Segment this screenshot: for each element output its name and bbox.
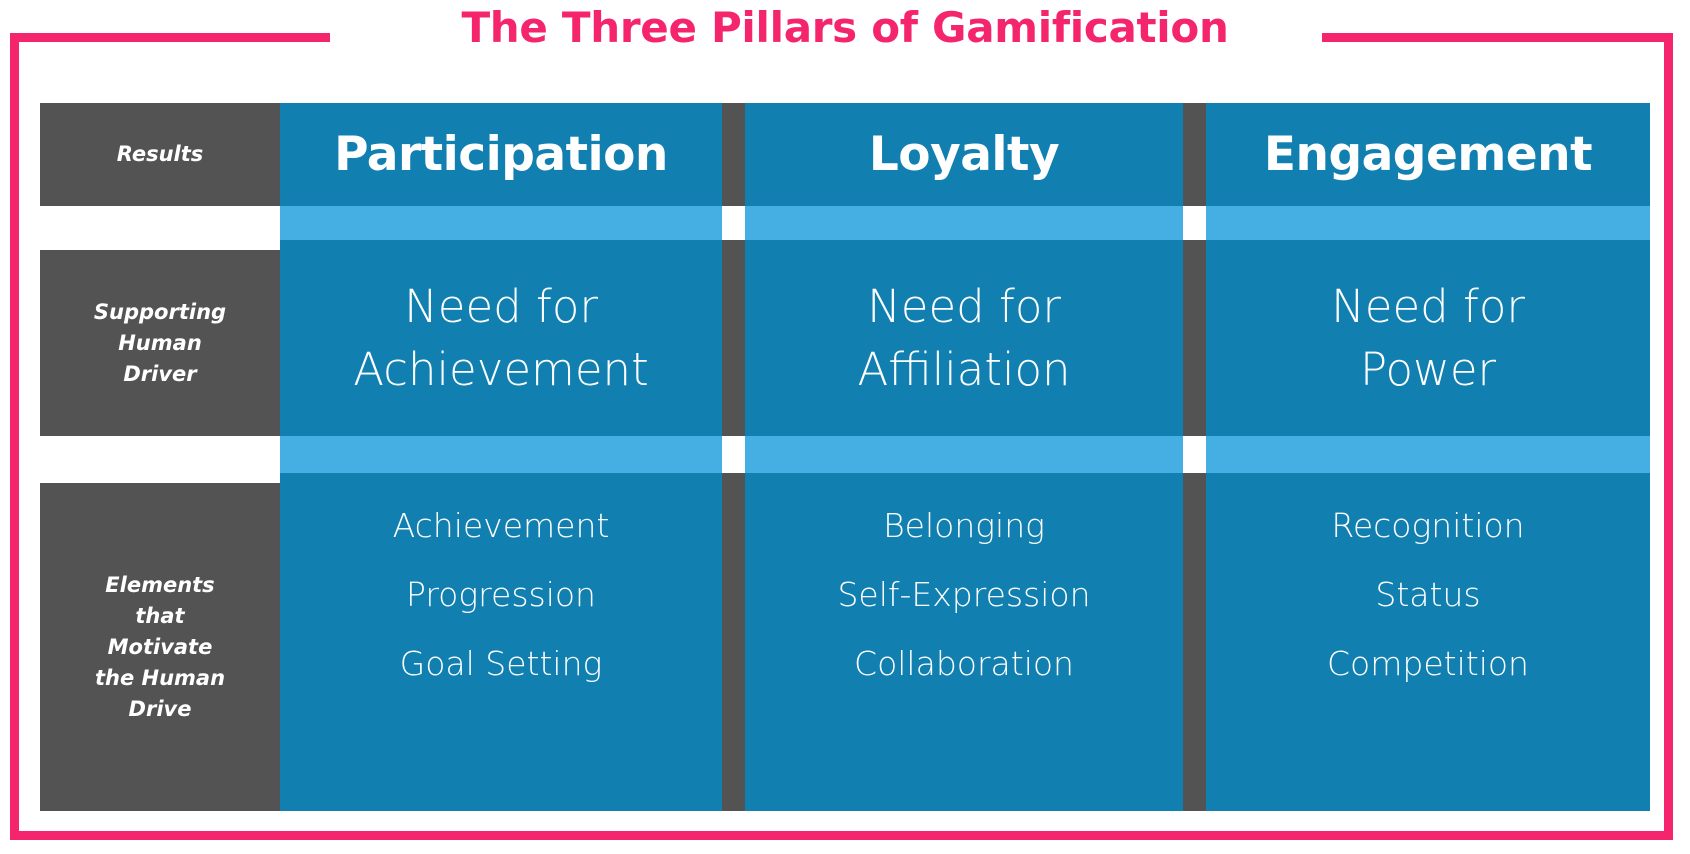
row-label-driver-text: Supporting Human Driver: [94, 297, 226, 390]
row-label-elements-line: the Human: [94, 665, 226, 690]
row-label-elements-that-motivate: Elements that Motivate the Human Drive: [40, 483, 280, 811]
frame-bottom-border: [10, 831, 1673, 840]
label-column-gap-2: [40, 436, 280, 483]
element-item: Achievement: [392, 506, 610, 545]
column-header-participation-text: Participation: [334, 127, 668, 182]
driver-loyalty: Need for Affiliation: [745, 240, 1183, 436]
column-divider-1-top: [722, 103, 745, 206]
driver-engagement-line: Need for: [1331, 280, 1525, 333]
frame-left-border: [10, 33, 19, 840]
column-divider-1-bottom: [722, 240, 745, 811]
driver-engagement-line: Power: [1359, 343, 1497, 396]
element-item: Self-Expression: [837, 575, 1091, 614]
row-label-driver-line: Human: [118, 330, 202, 355]
row-label-elements-line: Motivate: [107, 634, 213, 659]
element-item: Status: [1375, 575, 1481, 614]
row-label-elements-line: that: [135, 603, 185, 628]
divider-notch-2a: [1183, 206, 1206, 240]
pillars-table: Results Supporting Human Driver Elements…: [40, 103, 1650, 811]
element-item: Collaboration: [854, 644, 1074, 683]
row-label-results-text: Results: [116, 142, 204, 166]
frame-right-border: [1664, 33, 1673, 840]
row-label-elements-line: Elements: [105, 572, 215, 597]
row-label-results: Results: [40, 103, 280, 206]
element-item: Competition: [1327, 644, 1529, 683]
page-title: The Three Pillars of Gamification: [461, 3, 1229, 52]
driver-participation-line: Need for: [404, 280, 598, 333]
column-header-loyalty-text: Loyalty: [868, 127, 1060, 182]
column-header-engagement-text: Engagement: [1263, 127, 1593, 182]
row-label-supporting-human-driver: Supporting Human Driver: [40, 250, 280, 436]
header-row-background: [280, 103, 1650, 206]
separator-band-2: [280, 436, 1650, 473]
element-item: Belonging: [883, 506, 1045, 545]
elements-loyalty: Belonging Self-Expression Collaboration: [745, 473, 1183, 811]
divider-notch-1b: [722, 436, 745, 473]
element-item: Progression: [406, 575, 596, 614]
separator-band-1: [280, 206, 1650, 240]
driver-loyalty-line: Affiliation: [857, 343, 1071, 396]
label-column-gap-1: [40, 206, 280, 250]
driver-loyalty-line: Need for: [867, 280, 1061, 333]
divider-notch-1a: [722, 206, 745, 240]
column-divider-2-top: [1183, 103, 1206, 206]
row-label-elements-text: Elements that Motivate the Human Drive: [95, 570, 225, 725]
elements-row-background: [280, 473, 1650, 811]
row-label-driver-line: Supporting: [93, 299, 227, 324]
row-label-driver-line: Driver: [123, 361, 197, 386]
element-item: Recognition: [1331, 506, 1525, 545]
element-item: Goal Setting: [399, 644, 603, 683]
column-header-participation[interactable]: Participation: [280, 103, 722, 206]
column-header-loyalty[interactable]: Loyalty: [745, 103, 1183, 206]
elements-engagement: Recognition Status Competition: [1206, 473, 1650, 811]
driver-participation: Need for Achievement: [280, 240, 722, 436]
column-header-engagement[interactable]: Engagement: [1206, 103, 1650, 206]
column-divider-2-bottom: [1183, 240, 1206, 811]
driver-participation-line: Achievement: [353, 343, 649, 396]
elements-participation: Achievement Progression Goal Setting: [280, 473, 722, 811]
row-label-elements-line: Drive: [128, 696, 192, 721]
driver-row-background: [280, 240, 1650, 436]
driver-engagement: Need for Power: [1206, 240, 1650, 436]
divider-notch-2b: [1183, 436, 1206, 473]
